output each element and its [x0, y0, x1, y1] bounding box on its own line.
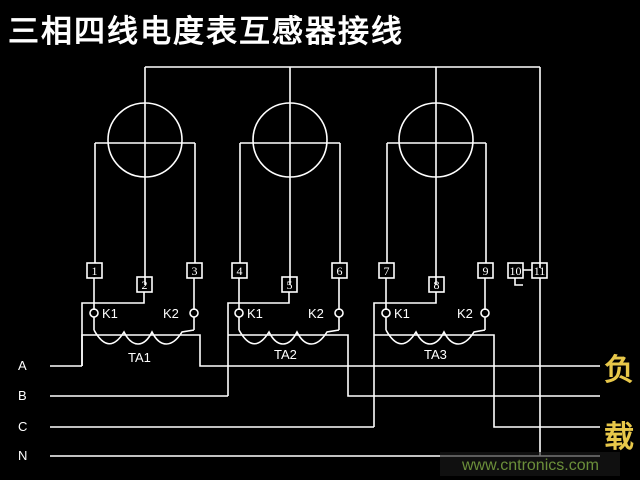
terminal-label: 10	[510, 264, 522, 278]
terminal-label: 5	[287, 278, 293, 292]
terminal-label: 1	[92, 264, 98, 278]
phase-line-c	[50, 334, 600, 428]
phase-line-a	[50, 334, 600, 367]
terminal-label: 7	[384, 264, 390, 278]
current-transformer-3: K1 K2 TA3	[381, 306, 490, 362]
terminal-label: 8	[434, 278, 440, 292]
ct-name: TA3	[424, 347, 447, 362]
phase-label-c: C	[18, 419, 27, 434]
current-transformer-1: K1 K2 TA1	[89, 306, 199, 365]
terminal-block: 1 2 3 4 5 6 7 8 9 10 11	[86, 262, 548, 293]
phase-line-b	[50, 334, 600, 397]
ct-k1-label: K1	[394, 306, 410, 321]
ct-k1-label: K1	[247, 306, 263, 321]
ct-k1-label: K1	[102, 306, 118, 321]
terminal-label: 9	[483, 264, 489, 278]
ct-k2-label: K2	[163, 306, 179, 321]
load-label-1: 负	[604, 353, 634, 388]
secondary-wiring	[81, 269, 541, 456]
ct-name: TA2	[274, 347, 297, 362]
meter-element-3	[386, 102, 487, 263]
watermark: www.cntronics.com	[461, 457, 599, 474]
ct-k2-label: K2	[308, 306, 324, 321]
terminal-label: 11	[534, 264, 546, 278]
meter-element-1	[94, 102, 196, 263]
current-transformer-2: K1 K2 TA2	[234, 306, 344, 362]
phase-label-n: N	[18, 448, 27, 463]
terminal-label: 3	[192, 264, 198, 278]
terminal-label: 6	[337, 264, 343, 278]
ct-k2-label: K2	[457, 306, 473, 321]
diagram-title: 三相四线电度表互感器接线	[8, 14, 404, 50]
meter-element-2	[239, 102, 341, 263]
voltage-bus	[144, 66, 541, 285]
terminal-label: 4	[237, 264, 243, 278]
phase-label-a: A	[18, 358, 27, 373]
ct-name: TA1	[128, 350, 151, 365]
terminal-label: 2	[142, 278, 148, 292]
load-label-2: 载	[604, 420, 634, 455]
phase-label-b: B	[18, 388, 27, 403]
